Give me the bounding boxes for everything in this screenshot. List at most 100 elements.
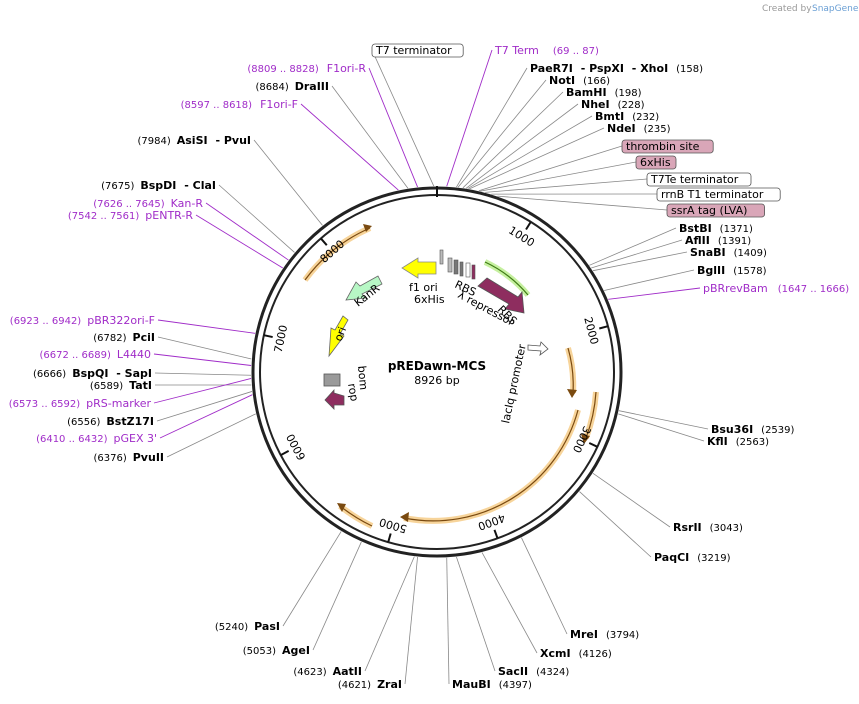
primer-left-label-1[interactable]: (7542 .. 7561)pENTR-R — [68, 209, 193, 222]
primer-label-0[interactable]: T7 Term(69 .. 87) — [494, 44, 599, 57]
boxed-label-text: thrombin site — [626, 140, 700, 153]
site-label-bsu36i-leader — [619, 411, 708, 429]
map-name: pREDawn-MCS — [388, 359, 486, 373]
site-label-aatii-leader — [365, 557, 414, 671]
site-label-bamhi-leader — [463, 92, 563, 188]
feature-label-rop: rop — [345, 382, 361, 402]
primer-left-label-4-leader — [154, 378, 251, 403]
bom-box[interactable] — [324, 374, 340, 386]
tick-label: 7000 — [272, 324, 291, 354]
site-label-agei[interactable]: (5053)AgeI — [243, 644, 310, 657]
small-feature-5 — [472, 265, 475, 279]
site-label-aflii-leader — [591, 240, 682, 268]
site-label-bspdi[interactable]: (7675)BspDI - ClaI — [101, 179, 216, 192]
rop-arrow[interactable] — [325, 390, 344, 409]
primer-left-label-5[interactable]: (6410 .. 6432)pGEX 3' — [36, 432, 157, 445]
boxed-label-text: 6xHis — [640, 156, 671, 169]
site-label-bspqi[interactable]: (6666)BspQI - SapI — [33, 367, 152, 380]
site-label-ndei[interactable]: NdeI(235) — [607, 122, 671, 135]
site-label-xcmi[interactable]: XcmI(4126) — [540, 647, 612, 660]
feature-label-laciq-promoter: lacIq promoter — [499, 343, 529, 425]
site-label-draiii[interactable]: (8684)DraIII — [255, 80, 329, 93]
site-label-draiii-leader — [332, 86, 408, 188]
orf-arrowhead-lacIq-small — [567, 389, 577, 398]
site-label-zrai-leader — [405, 557, 418, 684]
site-label-rsrii-leader — [593, 473, 670, 527]
primer-left-label-2-leader — [158, 320, 255, 333]
small-feature-4 — [466, 263, 470, 277]
site-label-xcmi-leader — [482, 552, 537, 653]
site-label-pcii[interactable]: (6782)PciI — [93, 331, 155, 344]
site-label-paqci-leader — [579, 492, 651, 557]
site-label-pasi-leader — [283, 531, 341, 626]
site-label-asisi[interactable]: (7984)AsiSI - PvuI — [137, 134, 251, 147]
site-label-zrai[interactable]: (4621)ZraI — [338, 678, 402, 691]
site-label-bspdi-leader — [219, 185, 295, 252]
top-small-features — [440, 250, 475, 279]
tick-mark — [526, 222, 531, 230]
tick-mark — [494, 530, 497, 538]
tick-label: 1000 — [506, 224, 537, 250]
boxed-label-text: rrnB T1 terminator — [661, 188, 764, 201]
map-length: 8926 bp — [414, 374, 459, 387]
site-label-maubi[interactable]: MauBI(4397) — [452, 678, 532, 691]
site-label-sacii-leader — [456, 557, 495, 671]
site-label-mrei[interactable]: MreI(3794) — [570, 628, 639, 641]
site-label-tati[interactable]: (6589)TatI — [90, 379, 152, 392]
site-label-asisi-leader — [254, 140, 322, 225]
site-label-snabi-leader — [593, 252, 687, 271]
site-label-bspqi-leader — [155, 373, 251, 375]
primer-left-label-0-leader — [206, 203, 288, 260]
site-label-bstz17i-leader — [157, 391, 252, 421]
t7-terminator-feature — [440, 250, 443, 264]
site-label-aatii[interactable]: (4623)AatII — [293, 665, 362, 678]
site-label-kfli[interactable]: KflI(2563) — [707, 435, 769, 448]
boxed-label-leader — [372, 50, 434, 186]
site-label-pvuii-leader — [167, 414, 256, 457]
site-label-ndei-leader — [469, 128, 604, 189]
site-label-rsrii[interactable]: RsrII(3043) — [673, 521, 743, 534]
boxed-label-text: T7 terminator — [375, 44, 452, 57]
tick-mark — [321, 238, 327, 245]
primer-left-label-5-leader — [160, 395, 252, 438]
primer-right-label-0[interactable]: pBRrevBam(1647 .. 1666) — [703, 282, 849, 295]
primer-left-label-2[interactable]: (6923 .. 6942)pBR322ori-F — [10, 314, 155, 327]
site-label-maubi-leader — [447, 558, 449, 684]
small-feature-3 — [460, 262, 463, 276]
site-label-bglii[interactable]: BglII(1578) — [697, 264, 767, 277]
primer-left-label-3[interactable]: (6672 .. 6689)L4440 — [39, 348, 151, 361]
credit-brand[interactable]: SnapGene — [812, 4, 859, 14]
primer-label-1[interactable]: (8809 .. 8828)F1ori-R — [247, 62, 366, 75]
primer-left-label-1-leader — [196, 215, 283, 268]
primer-label-2[interactable]: (8597 .. 8618)F1ori-F — [181, 98, 298, 111]
laciq-promoter-arrow[interactable] — [528, 342, 548, 355]
site-label-bglii-leader — [604, 270, 694, 290]
tick-mark — [264, 335, 273, 337]
credit-created-by: Created by — [762, 4, 812, 14]
feature-label-6xhis: 6xHis — [414, 293, 445, 306]
primer-right-label-0-leader — [608, 288, 700, 299]
site-label-kfli-leader — [618, 414, 704, 441]
boxed-label-leader — [480, 162, 636, 191]
site-label-bstbi-leader — [589, 228, 676, 265]
site-label-snabi[interactable]: SnaBI(1409) — [690, 246, 767, 259]
boxed-label-text: T7Te terminator — [650, 173, 739, 186]
primer-left-label-4[interactable]: (6573 .. 6592)pRS-marker — [9, 397, 152, 410]
tick-mark — [281, 451, 289, 455]
site-label-agei-leader — [313, 542, 361, 650]
site-label-paqci[interactable]: PaqCI(3219) — [654, 551, 731, 564]
site-label-pasi[interactable]: (5240)PasI — [215, 620, 280, 633]
orf-arc-bottom — [404, 410, 578, 521]
tick-label: 6000 — [284, 431, 309, 462]
site-label-bstz17i[interactable]: (6556)BstZ17I — [67, 415, 154, 428]
primer-label-2-leader — [301, 104, 398, 190]
site-label-pvuii[interactable]: (6376)PvuII — [93, 451, 164, 464]
site-label-sacii[interactable]: SacII(4324) — [498, 665, 569, 678]
tick-mark — [589, 443, 597, 447]
f1-ori-arrow[interactable] — [402, 258, 436, 278]
tick-mark — [599, 326, 608, 328]
tick-label: 2000 — [581, 316, 601, 346]
small-feature-2 — [454, 260, 458, 274]
